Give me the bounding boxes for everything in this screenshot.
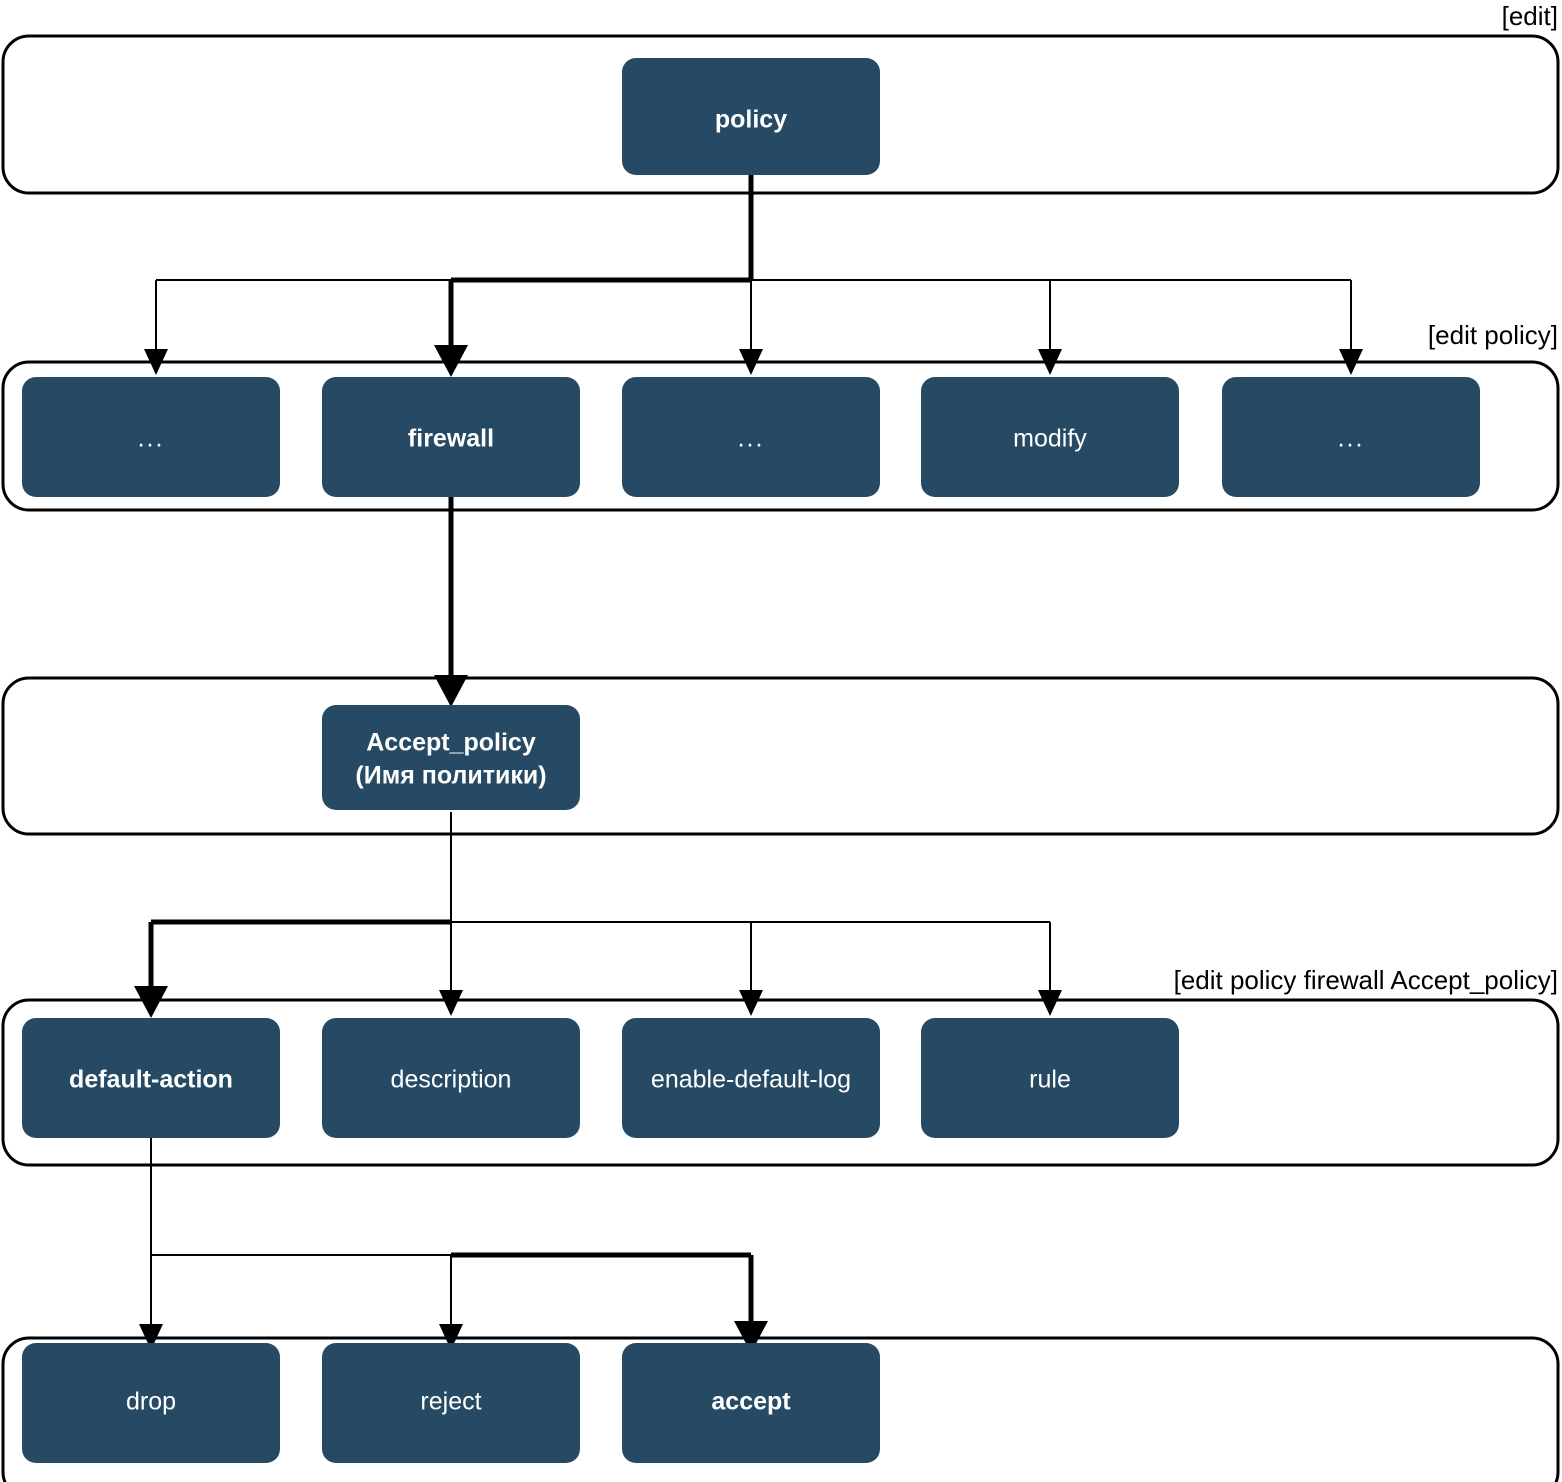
node-ellipsis-1-rect[interactable]	[22, 377, 280, 497]
node-accept-policy[interactable]: Accept_policy (Имя политики)	[322, 705, 580, 810]
node-ellipsis-3-label: ...	[1338, 425, 1365, 453]
node-firewall-label: firewall	[408, 425, 494, 453]
group-container-policy-name	[1, 676, 1560, 836]
node-policy-label: policy	[715, 106, 787, 134]
arrowhead-ellipsis-2	[739, 349, 763, 375]
node-accept-policy-rect[interactable]	[322, 705, 580, 810]
arrowhead-rule	[1038, 990, 1062, 1016]
node-accept-policy-label: Accept_policy	[366, 729, 536, 757]
node-rule-label: rule	[1029, 1066, 1071, 1094]
node-drop-rect[interactable]	[22, 1343, 280, 1463]
node-accept-policy-label-ru: (Имя политики)	[355, 762, 546, 790]
node-accept[interactable]: accept	[622, 1343, 880, 1463]
node-firewall[interactable]: firewall	[322, 377, 580, 497]
node-accept-rect[interactable]	[622, 1343, 880, 1463]
node-description[interactable]: description	[322, 1018, 580, 1138]
arrowhead-accept	[734, 1321, 768, 1353]
node-description-label: description	[391, 1066, 512, 1094]
node-drop[interactable]: drop	[22, 1343, 280, 1463]
node-ellipsis-1-label: ...	[138, 425, 165, 453]
arrowhead-reject	[439, 1324, 463, 1350]
node-reject-rect[interactable]	[322, 1343, 580, 1463]
node-description-rect[interactable]	[322, 1018, 580, 1138]
node-reject-label: reject	[420, 1388, 481, 1416]
arrowhead-enable-default-log	[739, 990, 763, 1016]
node-drop-label: drop	[126, 1388, 176, 1416]
node-default-action-rect[interactable]	[22, 1018, 280, 1138]
node-enable-default-log-rect[interactable]	[622, 1018, 880, 1138]
node-modify-label: modify	[1013, 425, 1087, 453]
node-modify-rect[interactable]	[921, 377, 1179, 497]
node-firewall-rect[interactable]	[322, 377, 580, 497]
arrowhead-ellipsis-1	[144, 349, 168, 375]
arrowhead-default-action	[134, 986, 168, 1018]
node-accept-label: accept	[711, 1388, 791, 1416]
arrowhead-drop	[139, 1324, 163, 1350]
node-ellipsis-3[interactable]: ...	[1222, 377, 1480, 497]
node-ellipsis-3-rect[interactable]	[1222, 377, 1480, 497]
arrowhead-modify	[1038, 349, 1062, 375]
node-enable-default-log[interactable]: enable-default-log	[622, 1018, 880, 1138]
arrowhead-description	[439, 990, 463, 1016]
node-policy[interactable]: policy	[622, 58, 880, 175]
context-label-edit-policy-firewall-accept-policy: [edit policy firewall Accept_policy]	[1174, 965, 1558, 995]
node-policy-rect[interactable]	[622, 58, 880, 175]
node-rule-rect[interactable]	[921, 1018, 1179, 1138]
arrowhead-ellipsis-3	[1339, 349, 1363, 375]
node-enable-default-log-label: enable-default-log	[651, 1066, 851, 1094]
node-default-action[interactable]: default-action	[22, 1018, 280, 1138]
node-ellipsis-2-label: ...	[738, 425, 765, 453]
node-modify[interactable]: modify	[921, 377, 1179, 497]
node-default-action-label: default-action	[69, 1066, 233, 1094]
node-reject[interactable]: reject	[322, 1343, 580, 1463]
node-ellipsis-1[interactable]: ...	[22, 377, 280, 497]
node-ellipsis-2-rect[interactable]	[622, 377, 880, 497]
arrowhead-accept-policy	[434, 675, 468, 707]
arrowhead-firewall	[434, 345, 468, 377]
node-rule[interactable]: rule	[921, 1018, 1179, 1138]
context-label-edit: [edit]	[1502, 1, 1558, 31]
context-label-edit-policy: [edit policy]	[1428, 320, 1558, 350]
node-ellipsis-2[interactable]: ...	[622, 377, 880, 497]
